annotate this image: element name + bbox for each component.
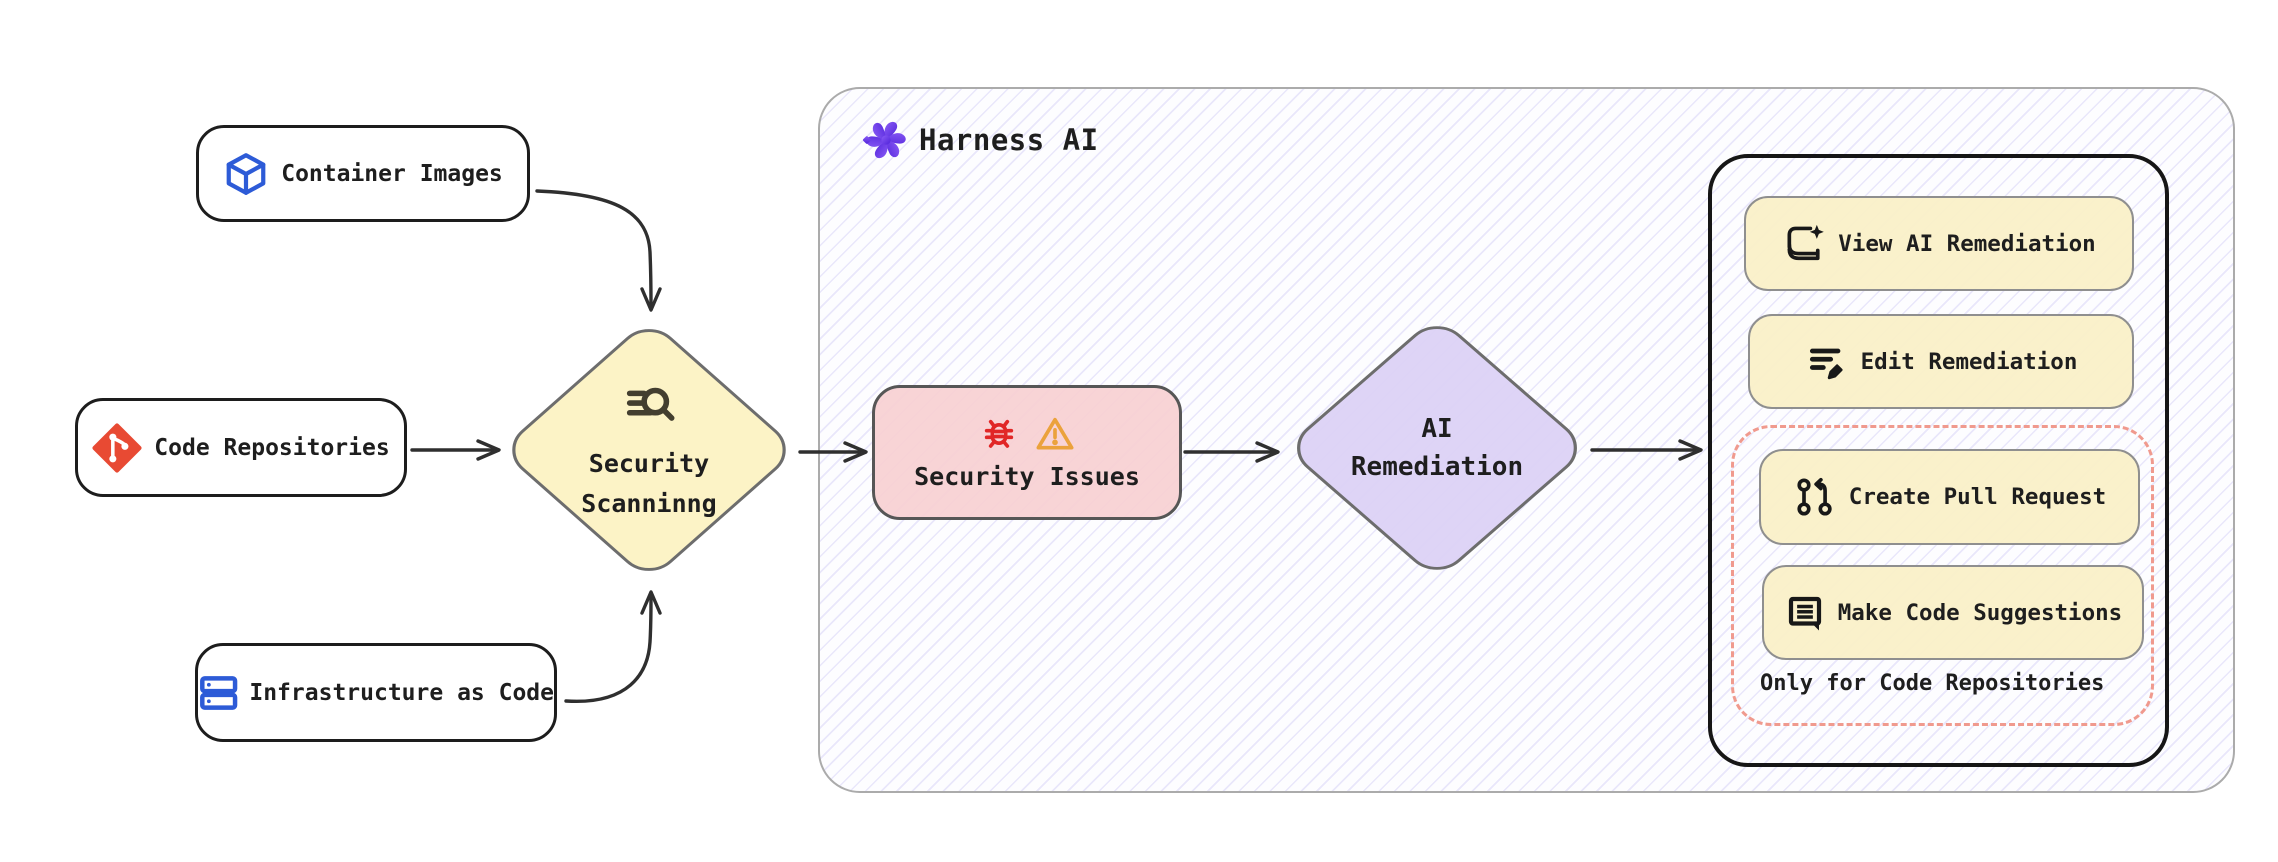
repo-only-note: Only for Code Repositories [1760, 671, 2105, 696]
remediation-actions-box: View AI Remediation Edit Remediation [1708, 154, 2169, 767]
edit-list-icon [1809, 348, 1843, 379]
cube-icon [226, 152, 266, 195]
warning-icon [1036, 417, 1074, 450]
harness-logo-icon [863, 121, 906, 159]
source-label: Code Repositories [154, 434, 390, 461]
bug-icon [984, 419, 1014, 448]
comment-lines-icon [1788, 596, 1821, 630]
arrow-infra-to-scanning [564, 596, 653, 703]
ai-remediation-label: AI Remediation [1307, 348, 1567, 548]
harness-header: Harness AI [863, 117, 1099, 163]
action-label: View AI Remediation [1838, 230, 2096, 257]
security-issues-node: Security Issues [872, 385, 1182, 520]
infrastructure-as-code-node: Infrastructure as Code [195, 643, 557, 742]
remediation-line2: Remediation [1350, 452, 1524, 482]
action-label: Make Code Suggestions [1837, 599, 2123, 626]
code-repositories-node: Code Repositories [75, 398, 407, 497]
pull-request-icon [1797, 477, 1832, 516]
security-issues-icons [979, 414, 1075, 454]
scanning-line2: Scanninng [581, 489, 717, 518]
view-ai-remediation-node: View AI Remediation [1744, 196, 2134, 291]
action-label: Create Pull Request [1848, 484, 2107, 510]
container-images-node: Container Images [196, 125, 530, 222]
action-label: Edit Remediation [1860, 348, 2078, 375]
search-scan-icon [626, 387, 675, 421]
server-stack-icon [200, 675, 238, 710]
book-sparkle-icon [1787, 224, 1825, 260]
source-label: Container Images [281, 160, 503, 187]
git-icon [92, 422, 142, 473]
scanning-line1: Security [588, 449, 710, 478]
remediation-line1: AI [1421, 414, 1453, 444]
repo-only-group: Create Pull Request Make Code Suggestion… [1731, 425, 2154, 726]
source-label: Infrastructure as Code [249, 679, 554, 706]
arrow-container-to-scanning [535, 189, 653, 308]
edit-remediation-node: Edit Remediation [1748, 314, 2134, 409]
create-pull-request-node: Create Pull Request [1759, 449, 2140, 545]
harness-title: Harness AI [919, 123, 1099, 157]
security-scanning-label: Security Scanninng [519, 350, 779, 550]
security-issues-label: Security Issues [914, 462, 1140, 491]
make-code-suggestions-node: Make Code Suggestions [1762, 565, 2144, 660]
